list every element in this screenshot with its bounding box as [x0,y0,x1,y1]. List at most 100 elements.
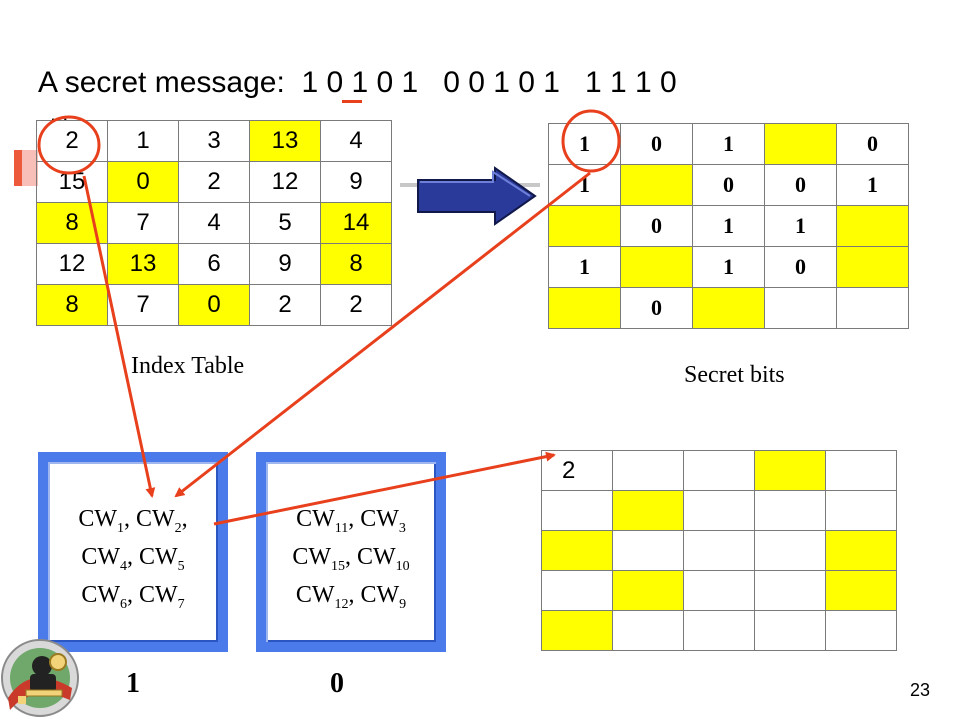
result-table-cell [612,610,684,651]
page-number: 23 [909,680,930,700]
group-zero-bit-label: 0 [330,668,344,699]
key-logo-icon [1,639,79,717]
codeword-text: CW [295,582,335,608]
codeword-index: 6 [120,596,127,612]
result-table-cell [825,490,897,531]
codeword-text: , [181,506,188,532]
secret-message-title: A secret message: 1 0 1 0 1 0 0 1 0 1 1 … [38,66,677,99]
result-table-cell [612,490,684,531]
index-table-cell: 5 [249,202,321,244]
codeword-text: , CW [124,506,175,532]
secret-bits-cell [764,123,837,165]
index-table-caption: Index Table [131,353,245,379]
codeword-text: , CW [348,506,399,532]
codeword-text: CW [81,544,120,570]
secret-bits-cell: 1 [692,205,765,247]
secret-bits-cell: 0 [836,123,909,165]
secret-bits-cell [764,287,837,329]
index-cell-highlight-circle [37,115,101,175]
codeword-index: 5 [177,558,185,574]
codeword-index: 12 [334,596,349,612]
secret-bits-cell: 1 [548,123,621,165]
secret-cell-highlight-circle [561,109,621,173]
secret-bits-cell [692,287,765,329]
result-table-cell [754,450,826,491]
codeword-line: CW4, CW5 [48,544,218,575]
codeword-line: CW6, CW7 [48,582,218,613]
codeword-index: 2 [174,520,182,536]
codeword-line: CW11, CW3 [266,506,436,537]
codeword-index: 3 [398,520,406,536]
index-table-cell: 15 [36,161,108,203]
index-table-cell: 8 [36,284,108,326]
codeword-text: CW [81,582,120,608]
codeword-index: 4 [120,558,127,574]
secret-bits-cell: 1 [548,246,621,288]
codeword-index: 15 [331,558,345,574]
index-table-cell: 2 [320,284,392,326]
codeword-text: , CW [127,544,178,570]
index-table-cell: 12 [249,161,321,203]
secret-bits-caption: Secret bits [684,362,785,388]
bit-to-group-arrow [174,171,591,498]
codeword-text: , CW [348,582,400,608]
codeword-index: 9 [399,596,407,612]
index-table-cell: 2 [249,284,321,326]
secret-bits-cell: 0 [764,246,837,288]
index-table-cell: 13 [107,243,179,285]
result-table: 2 [541,450,897,651]
result-table-cell [541,610,613,651]
codeword-index: 11 [334,520,349,536]
codeword-line: CW12, CW9 [266,582,436,613]
codeword-text: CW [78,506,117,532]
result-table-cell [612,570,684,611]
result-table-cell [683,490,755,531]
index-table-cell: 9 [320,161,392,203]
secret-bits-cell: 1 [692,123,765,165]
secret-bits-cell: 0 [620,205,693,247]
result-table-cell [683,450,755,491]
codeword-text: , CW [127,582,178,608]
result-table-cell [825,610,897,651]
codeword-index: 1 [117,520,124,536]
secret-bits-cell [836,246,909,288]
codeword-text: CW [296,506,335,532]
secret-bits-cell: 0 [764,164,837,206]
secret-bits-row: 0 [548,287,909,329]
codeword-line: CW15, CW10 [266,544,436,575]
codeword-index: 7 [177,596,185,612]
result-table-cell [754,610,826,651]
index-table-cell: 14 [320,202,392,244]
index-table-cell: 0 [178,284,250,326]
transfer-arrow-icon [417,166,537,226]
decorative-accent-bar [14,150,22,186]
codeword-text: , CW [345,544,396,570]
index-table-cell: 7 [107,202,179,244]
index-table-cell: 2 [178,161,250,203]
group-one-bit-label: 1 [126,668,140,699]
index-table-cell: 0 [107,161,179,203]
first-bit-underline [342,100,362,103]
index-table-cell: 7 [107,284,179,326]
index-table-cell: 12 [36,243,108,285]
result-table-cell [754,530,826,571]
secret-bits-cell [836,287,909,329]
index-table-cell: 4 [320,120,392,162]
index-table-cell: 13 [249,120,321,162]
result-table-cell [825,450,897,491]
secret-bits-cell: 1 [692,246,765,288]
result-table-row [541,490,897,531]
result-table-cell [825,570,897,611]
